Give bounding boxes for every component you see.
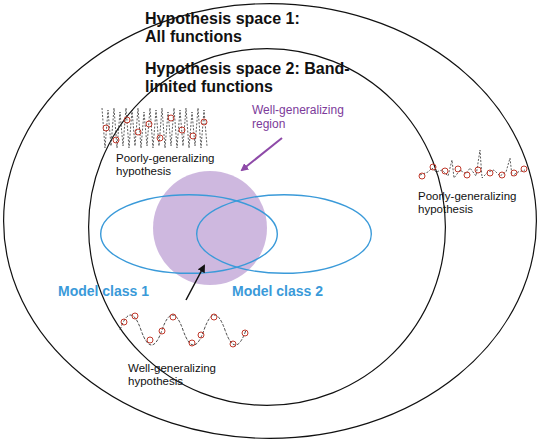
- sample-point: [179, 127, 185, 133]
- shape-outline: [100, 194, 278, 274]
- sample-point: [146, 121, 152, 127]
- sample-point: [201, 119, 207, 125]
- sample-point: [189, 340, 195, 346]
- node-heading: Hypothesis space 1: All functions: [145, 10, 310, 47]
- sample-point: [521, 166, 527, 172]
- hypothesis-label: Poorly-generalizing hypothesis: [418, 190, 533, 216]
- sample-point: [113, 137, 119, 143]
- sample-point: [487, 170, 493, 176]
- sample-point: [103, 125, 109, 131]
- ellipse-shape: [4, 4, 537, 439]
- sample-point: [511, 170, 517, 176]
- sample-point: [190, 133, 196, 139]
- sample-point: [442, 168, 448, 174]
- hypothesis-curve: [102, 108, 207, 148]
- sample-points: [103, 115, 207, 143]
- hypothesis-curve: [420, 150, 525, 178]
- shape-outline: [88, 48, 446, 406]
- sample-point: [230, 341, 236, 347]
- sample-point: [159, 328, 165, 334]
- sample-point: [121, 319, 127, 325]
- node-heading: Hypothesis space 2: Band-limited functio…: [145, 60, 350, 97]
- hypothesis-label: Well-generalizing hypothesis: [128, 362, 238, 388]
- model-class: Model class 2: [196, 194, 372, 274]
- sample-point: [198, 332, 204, 338]
- hypothesis-space: Hypothesis space 2: Band-limited functio…: [88, 48, 446, 406]
- sample-points: [419, 164, 527, 179]
- node-heading: Model class 2: [232, 283, 352, 299]
- sample-point: [475, 167, 481, 173]
- sample-point: [124, 117, 130, 123]
- sample-point: [464, 172, 470, 178]
- sample-point: [242, 330, 248, 336]
- sample-point: [157, 135, 163, 141]
- ellipse-shape: [153, 171, 267, 285]
- sample-points: [121, 313, 248, 347]
- sample-point: [147, 337, 153, 343]
- model-class: Model class 1: [100, 194, 278, 274]
- hypothesis-space: Hypothesis space 1: All functionsHypothe…: [3, 3, 537, 439]
- sample-point: [419, 173, 425, 179]
- shape-outline: [153, 171, 267, 285]
- sample-point: [135, 129, 141, 135]
- ellipse-shape: [101, 195, 278, 274]
- sample-point: [170, 314, 176, 320]
- leader-arrow: [186, 266, 204, 300]
- ellipse-shape: [89, 49, 446, 406]
- sample-point: [211, 314, 217, 320]
- sample-point: [430, 164, 436, 170]
- node-heading: Well-generalizing region: [252, 104, 362, 132]
- hypothesis-label: Poorly-generalizing hypothesis: [116, 152, 226, 178]
- node-heading: Model class 1: [58, 283, 178, 299]
- leader-arrow: [242, 138, 282, 170]
- ellipse-shape: [197, 195, 372, 274]
- sample-point: [499, 172, 505, 178]
- sample-point: [168, 115, 174, 121]
- sample-point: [455, 166, 461, 172]
- hypothesis-curve: [120, 315, 246, 345]
- region-circle: Well-generalizing region: [153, 171, 267, 285]
- sample-point: [132, 313, 138, 319]
- shape-outline: [196, 194, 372, 274]
